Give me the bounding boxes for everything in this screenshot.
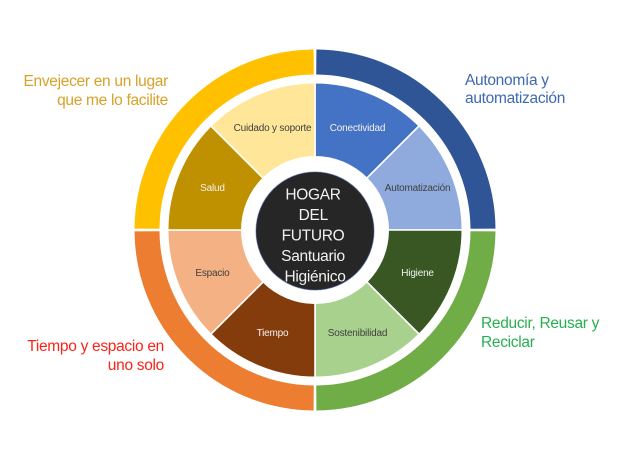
segment-label: Higiene xyxy=(401,268,434,279)
corner-label-line: que me lo facilite xyxy=(57,91,168,109)
corner-label-line: automatización xyxy=(465,90,566,107)
corner-label-line: Autonomía y xyxy=(465,71,549,89)
hub-dark-circle xyxy=(255,171,375,291)
corner-label-line: uno solo xyxy=(107,356,165,374)
segment-label: Salud xyxy=(200,183,225,194)
corner-label-line: Reciclar xyxy=(481,333,535,351)
center-title-line: FUTURO xyxy=(282,228,345,245)
center-title-line: Santuario xyxy=(281,248,345,265)
segment-label: Tiempo xyxy=(257,328,289,339)
segment-label: Sostenibilidad xyxy=(328,328,387,339)
corner-label-bottom-right: Reducir, Reusar y Reciclar xyxy=(481,315,599,352)
corner-label-line: Envejecer en un lugar xyxy=(23,73,169,90)
outer-ring xyxy=(134,49,496,411)
corner-label-top-left: Envejecer en un lugar que me lo facilite xyxy=(24,73,169,110)
center-title-line: HOGAR xyxy=(285,187,340,204)
segment-label: Automatización xyxy=(385,183,451,194)
segment-label: Cuidado y soporte xyxy=(234,123,312,134)
segment-label: Conectividad xyxy=(330,123,385,134)
corner-label-line: Reducir, Reusar y xyxy=(481,315,600,332)
outer-ring-arc-top-right xyxy=(316,49,496,229)
corner-label-bottom-left: Tiempo y espacio en uno solo xyxy=(27,338,164,375)
corner-label-top-right: Autonomía y automatización xyxy=(465,72,565,109)
segment-label: Espacio xyxy=(195,268,230,279)
center-title: HOGAR DEL FUTURO Santuario Higiénico xyxy=(281,187,349,286)
center-title-line: DEL xyxy=(299,207,329,224)
corner-label-line: Tiempo y espacio en xyxy=(27,338,164,355)
outer-ring-arc-top-left xyxy=(134,49,314,229)
segment-labels: ConectividadAutomatizaciónHigieneSosteni… xyxy=(195,123,450,339)
outer-ring-arc-bottom-left xyxy=(134,231,314,411)
outer-ring-arc-bottom-right xyxy=(316,231,496,411)
center-title-line: Higiénico xyxy=(284,269,345,286)
